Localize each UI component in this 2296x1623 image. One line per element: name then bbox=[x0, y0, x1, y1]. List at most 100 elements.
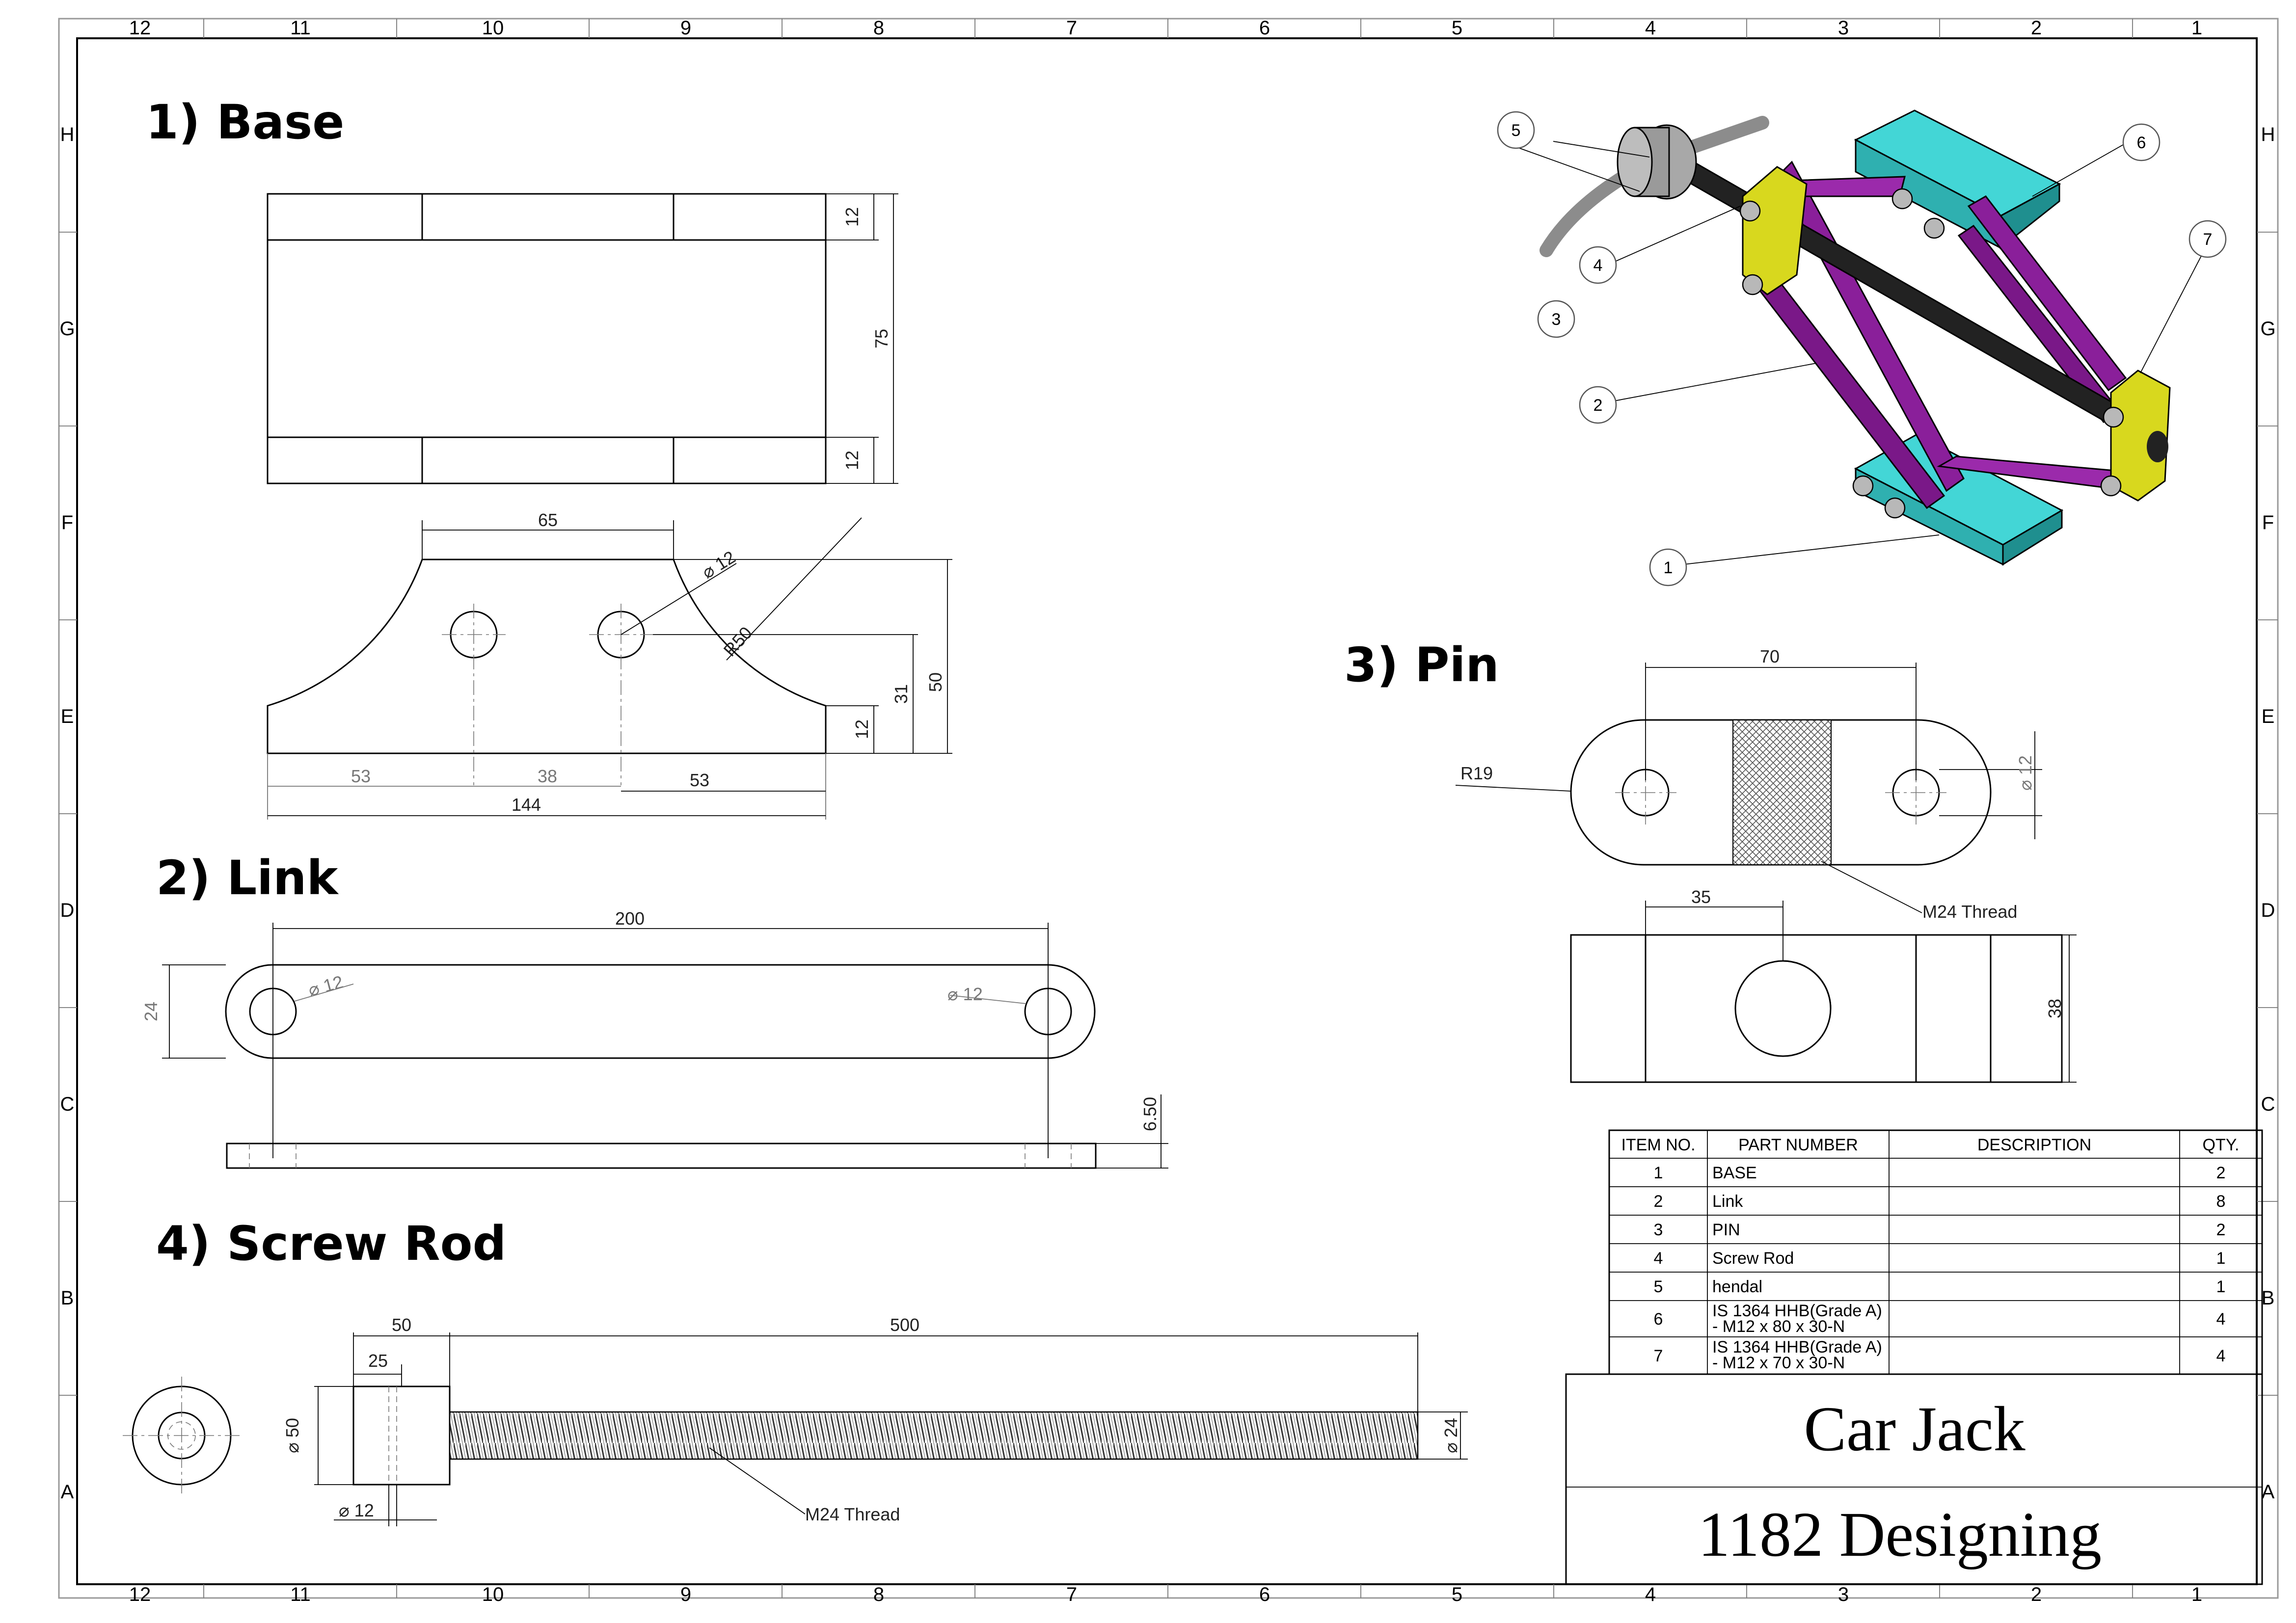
dim-label: ⌀ 12 bbox=[339, 1500, 374, 1520]
dim-label: 70 bbox=[1760, 646, 1780, 666]
pin-top-view: 70 R19 ⌀ 12 M24 Thread bbox=[1455, 646, 2042, 922]
zone-column-labels: 12 11 10 9 8 7 6 5 4 3 2 1 12 11 10 9 8 … bbox=[129, 17, 2202, 1605]
bom-cell: Screw Rod bbox=[1712, 1249, 1794, 1268]
dim-label: R50 bbox=[719, 623, 756, 661]
dim-label: 144 bbox=[512, 795, 541, 815]
zone-row-label: A bbox=[2262, 1481, 2275, 1503]
dim-label: 35 bbox=[1691, 887, 1711, 907]
screw-rod-side-view: 50 500 25 ⌀ 50 ⌀ 24 ⌀ 12 M24 Thread bbox=[282, 1315, 1468, 1526]
zone-col-label: 12 bbox=[129, 1584, 151, 1605]
zone-row-label: H bbox=[2261, 124, 2275, 145]
bom-cell: 4 bbox=[2216, 1347, 2226, 1365]
bom-cell: - M12 x 80 x 30-N bbox=[1712, 1317, 1845, 1336]
bom-cell: 7 bbox=[1654, 1347, 1663, 1365]
dim-label: M24 Thread bbox=[1922, 902, 2017, 922]
zone-col-label: 3 bbox=[1838, 17, 1849, 39]
car-jack-isometric: 5 4 3 2 1 6 7 bbox=[1497, 109, 2227, 586]
base-top-view: 12 75 12 bbox=[267, 193, 898, 484]
bom-cell: - M12 x 70 x 30-N bbox=[1712, 1354, 1845, 1372]
bom-cell: 4 bbox=[2216, 1310, 2226, 1329]
dim-label: 53 bbox=[351, 766, 371, 786]
dim-label: 65 bbox=[538, 510, 558, 530]
dim-label: M24 Thread bbox=[805, 1504, 900, 1524]
bom-cell: IS 1364 HHB(Grade A) bbox=[1712, 1338, 1882, 1357]
zone-col-label: 4 bbox=[1645, 1584, 1656, 1605]
zone-col-label: 5 bbox=[1452, 17, 1462, 39]
dim-label: 200 bbox=[615, 908, 645, 929]
view-title-link: 2) Link bbox=[156, 851, 339, 905]
dim-label: 50 bbox=[925, 672, 945, 692]
zone-row-labels: H G F E D C B A H G F E D C B A bbox=[59, 124, 2275, 1503]
bom-cell: 3 bbox=[1654, 1221, 1663, 1239]
zone-col-label: 9 bbox=[680, 17, 691, 39]
balloon-label: 2 bbox=[1594, 396, 1603, 415]
zone-row-label: E bbox=[2262, 706, 2275, 727]
view-title-screw-rod: 4) Screw Rod bbox=[156, 1216, 506, 1271]
dim-label: ⌀ 12 bbox=[699, 547, 739, 583]
bom-cell: 1 bbox=[2216, 1249, 2226, 1268]
bom-cell: 2 bbox=[1654, 1192, 1663, 1211]
zone-row-label: C bbox=[2261, 1093, 2275, 1115]
bom-cell: BASE bbox=[1712, 1164, 1757, 1182]
dim-label: 6.50 bbox=[1140, 1097, 1160, 1131]
zone-row-label: B bbox=[2262, 1287, 2275, 1309]
dim-label: 12 bbox=[842, 451, 862, 470]
zone-col-label: 7 bbox=[1066, 17, 1077, 39]
zone-row-label: F bbox=[61, 512, 73, 533]
zone-row-label: A bbox=[61, 1481, 74, 1503]
bom-cell: PIN bbox=[1712, 1221, 1740, 1239]
bom-cell: IS 1364 HHB(Grade A) bbox=[1712, 1302, 1882, 1320]
bom-cell: hendal bbox=[1712, 1277, 1762, 1296]
dim-label: ⌀ 12 bbox=[2015, 755, 2035, 791]
balloon-label: 4 bbox=[1594, 256, 1603, 275]
title-block: Car Jack 1182 Designing bbox=[1565, 1373, 2263, 1585]
zone-col-label: 4 bbox=[1645, 17, 1656, 39]
bom-cell: 1 bbox=[1654, 1164, 1663, 1182]
zone-row-label: C bbox=[60, 1093, 75, 1115]
zone-col-label: 10 bbox=[482, 1584, 504, 1605]
zone-col-label: 12 bbox=[129, 17, 151, 39]
zone-col-label: 6 bbox=[1259, 1584, 1270, 1605]
bom-table: ITEM NO. PART NUMBER DESCRIPTION QTY. 1 … bbox=[1608, 1129, 2263, 1375]
dim-label: 75 bbox=[871, 329, 891, 348]
drawing-title: Car Jack bbox=[1804, 1394, 2025, 1464]
zone-col-label: 6 bbox=[1259, 17, 1270, 39]
bom-cell: 4 bbox=[1654, 1249, 1663, 1268]
dim-label: 38 bbox=[538, 766, 557, 786]
zone-col-label: 5 bbox=[1452, 1584, 1462, 1605]
bom-header: PART NUMBER bbox=[1738, 1136, 1858, 1154]
dim-label: R19 bbox=[1460, 763, 1493, 783]
balloon-label: 3 bbox=[1552, 310, 1561, 329]
bom-header: ITEM NO. bbox=[1621, 1136, 1695, 1154]
zone-ticks bbox=[59, 19, 2278, 1598]
zone-col-label: 7 bbox=[1066, 1584, 1077, 1605]
dim-label: 500 bbox=[890, 1315, 919, 1335]
zone-col-label: 10 bbox=[482, 17, 504, 39]
zone-col-label: 2 bbox=[2031, 17, 2042, 39]
bom-cell: 5 bbox=[1654, 1277, 1663, 1296]
balloon-label: 1 bbox=[1664, 559, 1673, 577]
zone-row-label: H bbox=[60, 124, 75, 145]
zone-row-label: B bbox=[61, 1287, 74, 1309]
link-front-view: 200 24 ⌀ 12 ⌀ 12 bbox=[141, 908, 1096, 1158]
zone-col-label: 1 bbox=[2191, 17, 2202, 39]
bom-cell: 8 bbox=[2216, 1192, 2226, 1211]
zone-col-label: 3 bbox=[1838, 1584, 1849, 1605]
dim-label: 50 bbox=[392, 1315, 411, 1335]
bom-cell: 6 bbox=[1654, 1310, 1663, 1329]
zone-col-label: 11 bbox=[290, 1584, 311, 1605]
zone-col-label: 9 bbox=[680, 1584, 691, 1605]
screw-rod-end-view bbox=[123, 1377, 241, 1494]
bom-header: QTY. bbox=[2203, 1136, 2240, 1154]
dim-label: 53 bbox=[690, 770, 709, 790]
dim-label: 38 bbox=[2045, 999, 2065, 1018]
dim-label: 25 bbox=[368, 1351, 388, 1371]
sheet-border bbox=[58, 18, 2279, 1599]
base-front-view: 65 ⌀ 12 R50 50 31 12 53 38 53 144 bbox=[267, 510, 952, 820]
dim-label: ⌀ 12 bbox=[306, 972, 345, 1000]
zone-col-label: 8 bbox=[873, 17, 884, 39]
pin-front-view: 35 38 bbox=[1570, 887, 2077, 1083]
zone-row-label: D bbox=[60, 900, 75, 921]
zone-col-label: 8 bbox=[873, 1584, 884, 1605]
